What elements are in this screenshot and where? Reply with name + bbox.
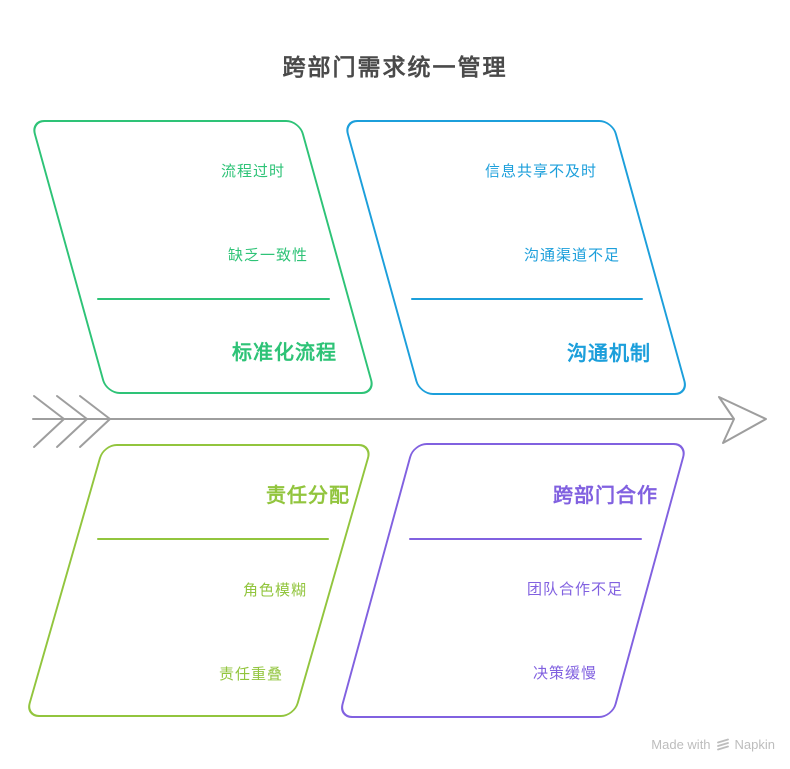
watermark-prefix: Made with — [651, 737, 711, 752]
cause-item: 沟通渠道不足 — [523, 247, 620, 264]
spine-arrow-group — [32, 395, 767, 448]
branch-divider — [97, 298, 330, 300]
cause-item: 团队合作不足 — [526, 581, 623, 598]
cause-item: 信息共享不及时 — [484, 163, 597, 180]
branch-label: 责任分配 — [266, 485, 350, 507]
branch-divider — [409, 538, 642, 540]
fletching-chevron — [56, 395, 88, 448]
branch-divider — [97, 538, 329, 540]
cause-item: 缺乏一致性 — [227, 247, 308, 264]
cause-item: 责任重叠 — [218, 666, 283, 683]
branch-label: 沟通机制 — [567, 343, 651, 365]
cause-item: 角色模糊 — [242, 582, 307, 599]
fletching-chevron — [33, 395, 65, 448]
branch-label: 跨部门合作 — [553, 485, 658, 507]
diagram-title: 跨部门需求统一管理 — [282, 54, 508, 80]
branch-divider — [411, 298, 643, 300]
watermark: Made with Napkin — [651, 737, 775, 752]
napkin-logo-icon — [716, 738, 729, 750]
watermark-brand: Napkin — [734, 737, 775, 752]
cause-item: 流程过时 — [220, 163, 285, 180]
fletching-chevron — [79, 395, 111, 448]
arrowhead-icon — [718, 396, 767, 444]
cause-item: 决策缓慢 — [532, 665, 597, 682]
branch-label: 标准化流程 — [232, 342, 337, 364]
